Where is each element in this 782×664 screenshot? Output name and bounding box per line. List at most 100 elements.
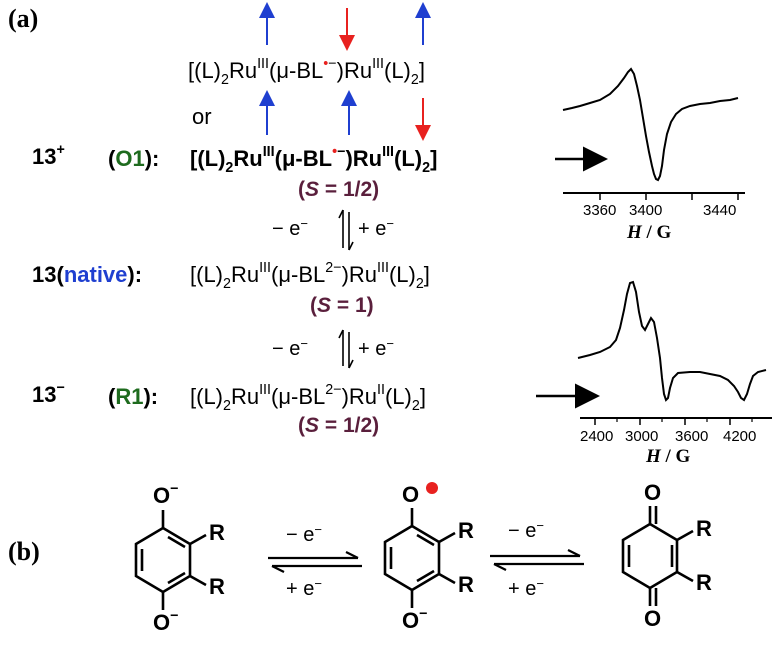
atom-o: O: [153, 483, 171, 508]
formula-part: (L): [388, 262, 416, 287]
formula-sub: 2: [411, 398, 420, 414]
mol3-bottom-o: O: [644, 606, 662, 631]
formula-part: Ru: [230, 262, 260, 287]
row-r1-spin: (S = 1/2): [298, 414, 379, 438]
mol1-r1: R: [209, 520, 225, 545]
state-paren: (: [56, 262, 64, 287]
bottom-tick-label: 3600: [675, 428, 709, 445]
top-axis-title: H / G: [627, 222, 671, 244]
step2-top: − e−: [508, 518, 544, 543]
formula-part: [(L): [188, 58, 221, 83]
bottom-tick-label: 4200: [723, 428, 757, 445]
formula-sub: 2: [422, 160, 431, 176]
oxidation-state: III: [262, 144, 275, 160]
oxidation-state: III: [377, 260, 389, 276]
state-name: R1: [115, 384, 144, 409]
ligand-charge: 2−: [325, 260, 342, 276]
eq-sup: −: [314, 576, 322, 591]
spin-symbol: S: [317, 294, 332, 317]
formula-sub: 2: [223, 398, 231, 414]
oxidation-state: III: [372, 56, 384, 72]
eq-text: − e: [272, 338, 301, 360]
top-tick-label: 3360: [583, 202, 617, 219]
row-o1-formula: [(L)2RuIII(μ-BL•−)RuIII(L)2]: [190, 144, 437, 176]
or-label: or: [192, 104, 212, 129]
molecule-semiquinone: [383, 508, 456, 608]
molecule-catecholate: [134, 510, 207, 610]
bottom-axis-title: H / G: [646, 446, 690, 468]
axis-unit: / G: [641, 222, 672, 243]
epr-spectrum-bottom: [577, 280, 772, 425]
formula-part: [(L): [190, 262, 223, 287]
spin-symbol: S: [305, 414, 320, 437]
axis-unit: / G: [660, 446, 691, 467]
eq-sup: −: [300, 216, 308, 231]
equilibrium-harpoon-1: [338, 209, 354, 251]
formula-part: (μ-BL: [271, 384, 326, 409]
axis-symbol: H: [627, 222, 642, 243]
oxidation-state: II: [377, 382, 385, 398]
mol2-bottom-o: O−: [402, 606, 428, 634]
axis-symbol: H: [646, 446, 661, 467]
row-o1-charge: 13+: [32, 142, 65, 170]
eq-sup: −: [386, 336, 394, 351]
row-o1-state: (O1):: [108, 146, 159, 172]
formula-part: ]: [418, 58, 425, 83]
state-name: native: [63, 262, 128, 287]
formula-part: (μ-BL: [271, 262, 326, 287]
formula-part: (L): [384, 58, 411, 83]
spin-value: = 1): [331, 294, 374, 317]
reaction-arrows-1: [268, 551, 362, 573]
atom-charge: −: [419, 606, 428, 622]
spin-symbol: S: [305, 178, 320, 201]
mol3-r1: R: [696, 516, 712, 541]
panel-b-label: (b): [8, 537, 40, 566]
state-paren: ):: [143, 384, 159, 409]
step1-bottom: + e−: [286, 576, 322, 601]
formula-part: Ru: [230, 384, 260, 409]
top-tick-label: 3400: [629, 202, 663, 219]
eq-sup: −: [300, 336, 308, 351]
formula-part: )Ru: [341, 262, 378, 287]
oxidation-state: III: [259, 260, 271, 276]
row-r1-formula: [(L)2RuIII(μ-BL2−)RuII(L)2]: [190, 382, 426, 414]
formula-part: )Ru: [336, 58, 373, 83]
compound-number: 13: [32, 382, 57, 407]
formula-part: (L): [394, 146, 423, 171]
state-paren: (: [108, 146, 116, 171]
eq-text: + e: [358, 218, 387, 240]
atom-charge: −: [170, 481, 179, 497]
formula-part: [(L): [190, 146, 226, 171]
eq-text: + e: [508, 578, 537, 600]
state-paren: (: [108, 384, 116, 409]
oxidation-state: III: [382, 144, 395, 160]
formula-part: [(L): [190, 384, 223, 409]
compound-number: 13: [32, 144, 57, 169]
compound-number: 13: [32, 262, 57, 287]
bottom-tick-label: 3000: [625, 428, 659, 445]
eq-sup: −: [536, 576, 544, 591]
eq-sup: −: [536, 518, 544, 533]
ligand-charge: 2−: [325, 382, 342, 398]
formula-sub: 2: [410, 72, 419, 88]
radical-anion-sup: •−: [332, 144, 346, 160]
panel-a-label: (a): [8, 4, 39, 33]
eq-text: − e: [272, 218, 301, 240]
formula-part: (μ-BL: [269, 58, 324, 83]
mol2-r1: R: [458, 518, 474, 543]
atom-o: O: [153, 610, 171, 635]
eq-sup: −: [386, 216, 394, 231]
eq-text: − e: [508, 520, 537, 542]
oxidation-state: III: [257, 56, 269, 72]
mol3-top-o: O: [644, 480, 662, 505]
alt-formula: [(L)2RuIII(μ-BL•−)RuIII(L)2]: [188, 56, 425, 88]
row-r1-charge: 13−: [32, 380, 65, 408]
equilibrium-harpoon-2: [338, 329, 354, 369]
spin-value: = 1/2): [319, 414, 380, 437]
formula-part: ]: [419, 384, 426, 409]
eq-text: − e: [286, 524, 315, 546]
formula-part: Ru: [228, 58, 258, 83]
molecule-quinone: [621, 506, 694, 606]
mol1-r2: R: [209, 574, 225, 599]
